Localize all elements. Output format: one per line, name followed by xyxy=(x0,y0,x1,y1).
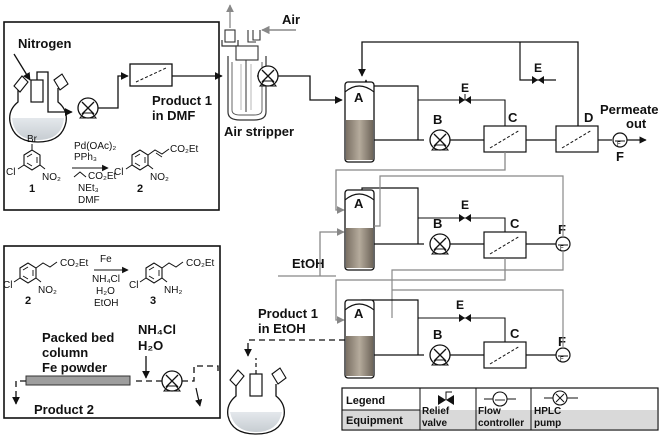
air-label: Air xyxy=(282,12,300,27)
svg-text:NEt₃: NEt₃ xyxy=(78,183,99,194)
reaction-flask-top xyxy=(9,73,69,143)
svg-text:NO₂: NO₂ xyxy=(42,172,61,183)
relief-valve-e1 xyxy=(459,94,471,104)
svg-text:A: A xyxy=(354,196,364,211)
svg-text:D: D xyxy=(584,110,593,125)
product1-dmf-label-a: Product 1 xyxy=(152,93,212,108)
svg-text:Cl: Cl xyxy=(114,167,123,178)
svg-text:E: E xyxy=(461,81,469,95)
svg-text:F: F xyxy=(617,142,621,148)
svg-text:CO₂Et: CO₂Et xyxy=(88,171,117,182)
nitrogen-label: Nitrogen xyxy=(18,36,72,51)
svg-text:Cl: Cl xyxy=(6,167,15,178)
svg-text:CO₂Et: CO₂Et xyxy=(60,258,89,269)
svg-text:A: A xyxy=(354,306,364,321)
vessel-a2 xyxy=(344,189,375,271)
relief-valve-icon xyxy=(438,391,454,405)
packed-bed-label-2: column xyxy=(42,345,88,360)
svg-text:H₂O: H₂O xyxy=(96,286,115,297)
svg-text:F: F xyxy=(560,246,564,252)
hplc-pump-bottom xyxy=(161,370,183,392)
svg-text:Cl: Cl xyxy=(129,280,138,291)
hplc-pump-stripper xyxy=(257,65,279,87)
svg-text:Fe: Fe xyxy=(100,254,112,265)
svg-text:F: F xyxy=(616,149,624,164)
svg-text:F: F xyxy=(560,357,564,363)
svg-text:NO₂: NO₂ xyxy=(38,285,57,296)
flow-controller-3: F xyxy=(555,347,571,363)
flow-controller-icon xyxy=(484,391,516,407)
vessel-a3 xyxy=(344,299,375,379)
svg-text:Br: Br xyxy=(27,134,38,145)
relief-valve-e2 xyxy=(532,76,544,84)
h2o-label: H₂O xyxy=(138,338,163,353)
svg-text:EtOH: EtOH xyxy=(94,298,118,309)
packed-bed-label-3: Fe powder xyxy=(42,360,107,375)
product1-dmf-label-b: in DMF xyxy=(152,108,195,123)
svg-text:B: B xyxy=(433,327,442,342)
svg-text:NH₂: NH₂ xyxy=(164,285,182,296)
product1-etoh-label-b: in EtOH xyxy=(258,321,306,336)
svg-text:CO₂Et: CO₂Et xyxy=(186,258,215,269)
legend-equipment: Equipment xyxy=(346,415,403,427)
hplc-pump-b2 xyxy=(429,233,451,255)
hplc-pump-icon xyxy=(544,390,578,406)
svg-text:Flow: Flow xyxy=(478,406,501,417)
reduction-box xyxy=(3,245,221,419)
svg-text:CO₂Et: CO₂Et xyxy=(170,144,199,155)
svg-text:E: E xyxy=(534,61,542,75)
svg-text:C: C xyxy=(508,110,518,125)
svg-text:C: C xyxy=(510,326,520,341)
hplc-pump-top xyxy=(77,97,99,119)
svg-text:F: F xyxy=(558,222,566,237)
packed-bed-label-1: Packed bed xyxy=(42,330,114,345)
svg-text:F: F xyxy=(558,334,566,349)
svg-text:NO₂: NO₂ xyxy=(150,172,169,183)
flow-controller-2: F xyxy=(555,236,571,252)
hplc-pump-b1 xyxy=(429,129,451,151)
flow-controller-top: F xyxy=(612,132,628,148)
nh4cl-label: NH₄Cl xyxy=(138,322,176,337)
product2-label: Product 2 xyxy=(34,402,94,417)
svg-text:Pd(OAc)₂: Pd(OAc)₂ xyxy=(74,141,116,152)
svg-text:B: B xyxy=(433,216,442,231)
svg-text:valve: valve xyxy=(422,418,447,429)
svg-text:B: B xyxy=(433,112,442,127)
svg-text:pump: pump xyxy=(534,418,561,429)
svg-text:E: E xyxy=(456,298,464,312)
svg-text:Relief: Relief xyxy=(422,406,450,417)
packed-bed-column xyxy=(25,375,131,386)
legend-title: Legend xyxy=(346,395,385,407)
air-stripper-label: Air stripper xyxy=(224,124,294,139)
vessel-a1 xyxy=(344,81,375,163)
svg-text:2: 2 xyxy=(25,295,31,307)
svg-text:PPh₃: PPh₃ xyxy=(74,152,97,163)
svg-text:A: A xyxy=(354,90,364,105)
permeate-label-a: Permeate xyxy=(600,102,659,117)
svg-text:NH₄Cl: NH₄Cl xyxy=(92,274,120,285)
svg-text:Cl: Cl xyxy=(3,280,12,291)
reaction-flask-bottom xyxy=(227,367,287,435)
air-stripper xyxy=(221,29,267,121)
reaction-scheme-1: Br Cl NO₂ 1 Pd(OAc)₂ PPh₃ CO₂Et NEt₃ DMF… xyxy=(6,134,199,206)
heck-reaction-box xyxy=(3,21,220,211)
product1-etoh-label-a: Product 1 xyxy=(258,306,318,321)
legend: Legend Equipment Relief valve Flow contr… xyxy=(341,387,659,431)
permeate-label-b: out xyxy=(626,116,647,131)
svg-text:3: 3 xyxy=(150,295,156,307)
svg-text:2: 2 xyxy=(137,183,143,195)
svg-text:HPLC: HPLC xyxy=(534,406,561,417)
etoh-label: EtOH xyxy=(292,256,325,271)
svg-text:E: E xyxy=(461,198,469,212)
hplc-pump-b3 xyxy=(429,344,451,366)
reaction-scheme-2: CO₂Et Cl NO₂ 2 Fe NH₄Cl H₂O EtOH CO₂Et C… xyxy=(3,254,215,309)
svg-text:1: 1 xyxy=(29,183,35,195)
svg-text:controller: controller xyxy=(478,418,524,429)
svg-text:DMF: DMF xyxy=(78,195,100,206)
svg-text:C: C xyxy=(510,216,520,231)
